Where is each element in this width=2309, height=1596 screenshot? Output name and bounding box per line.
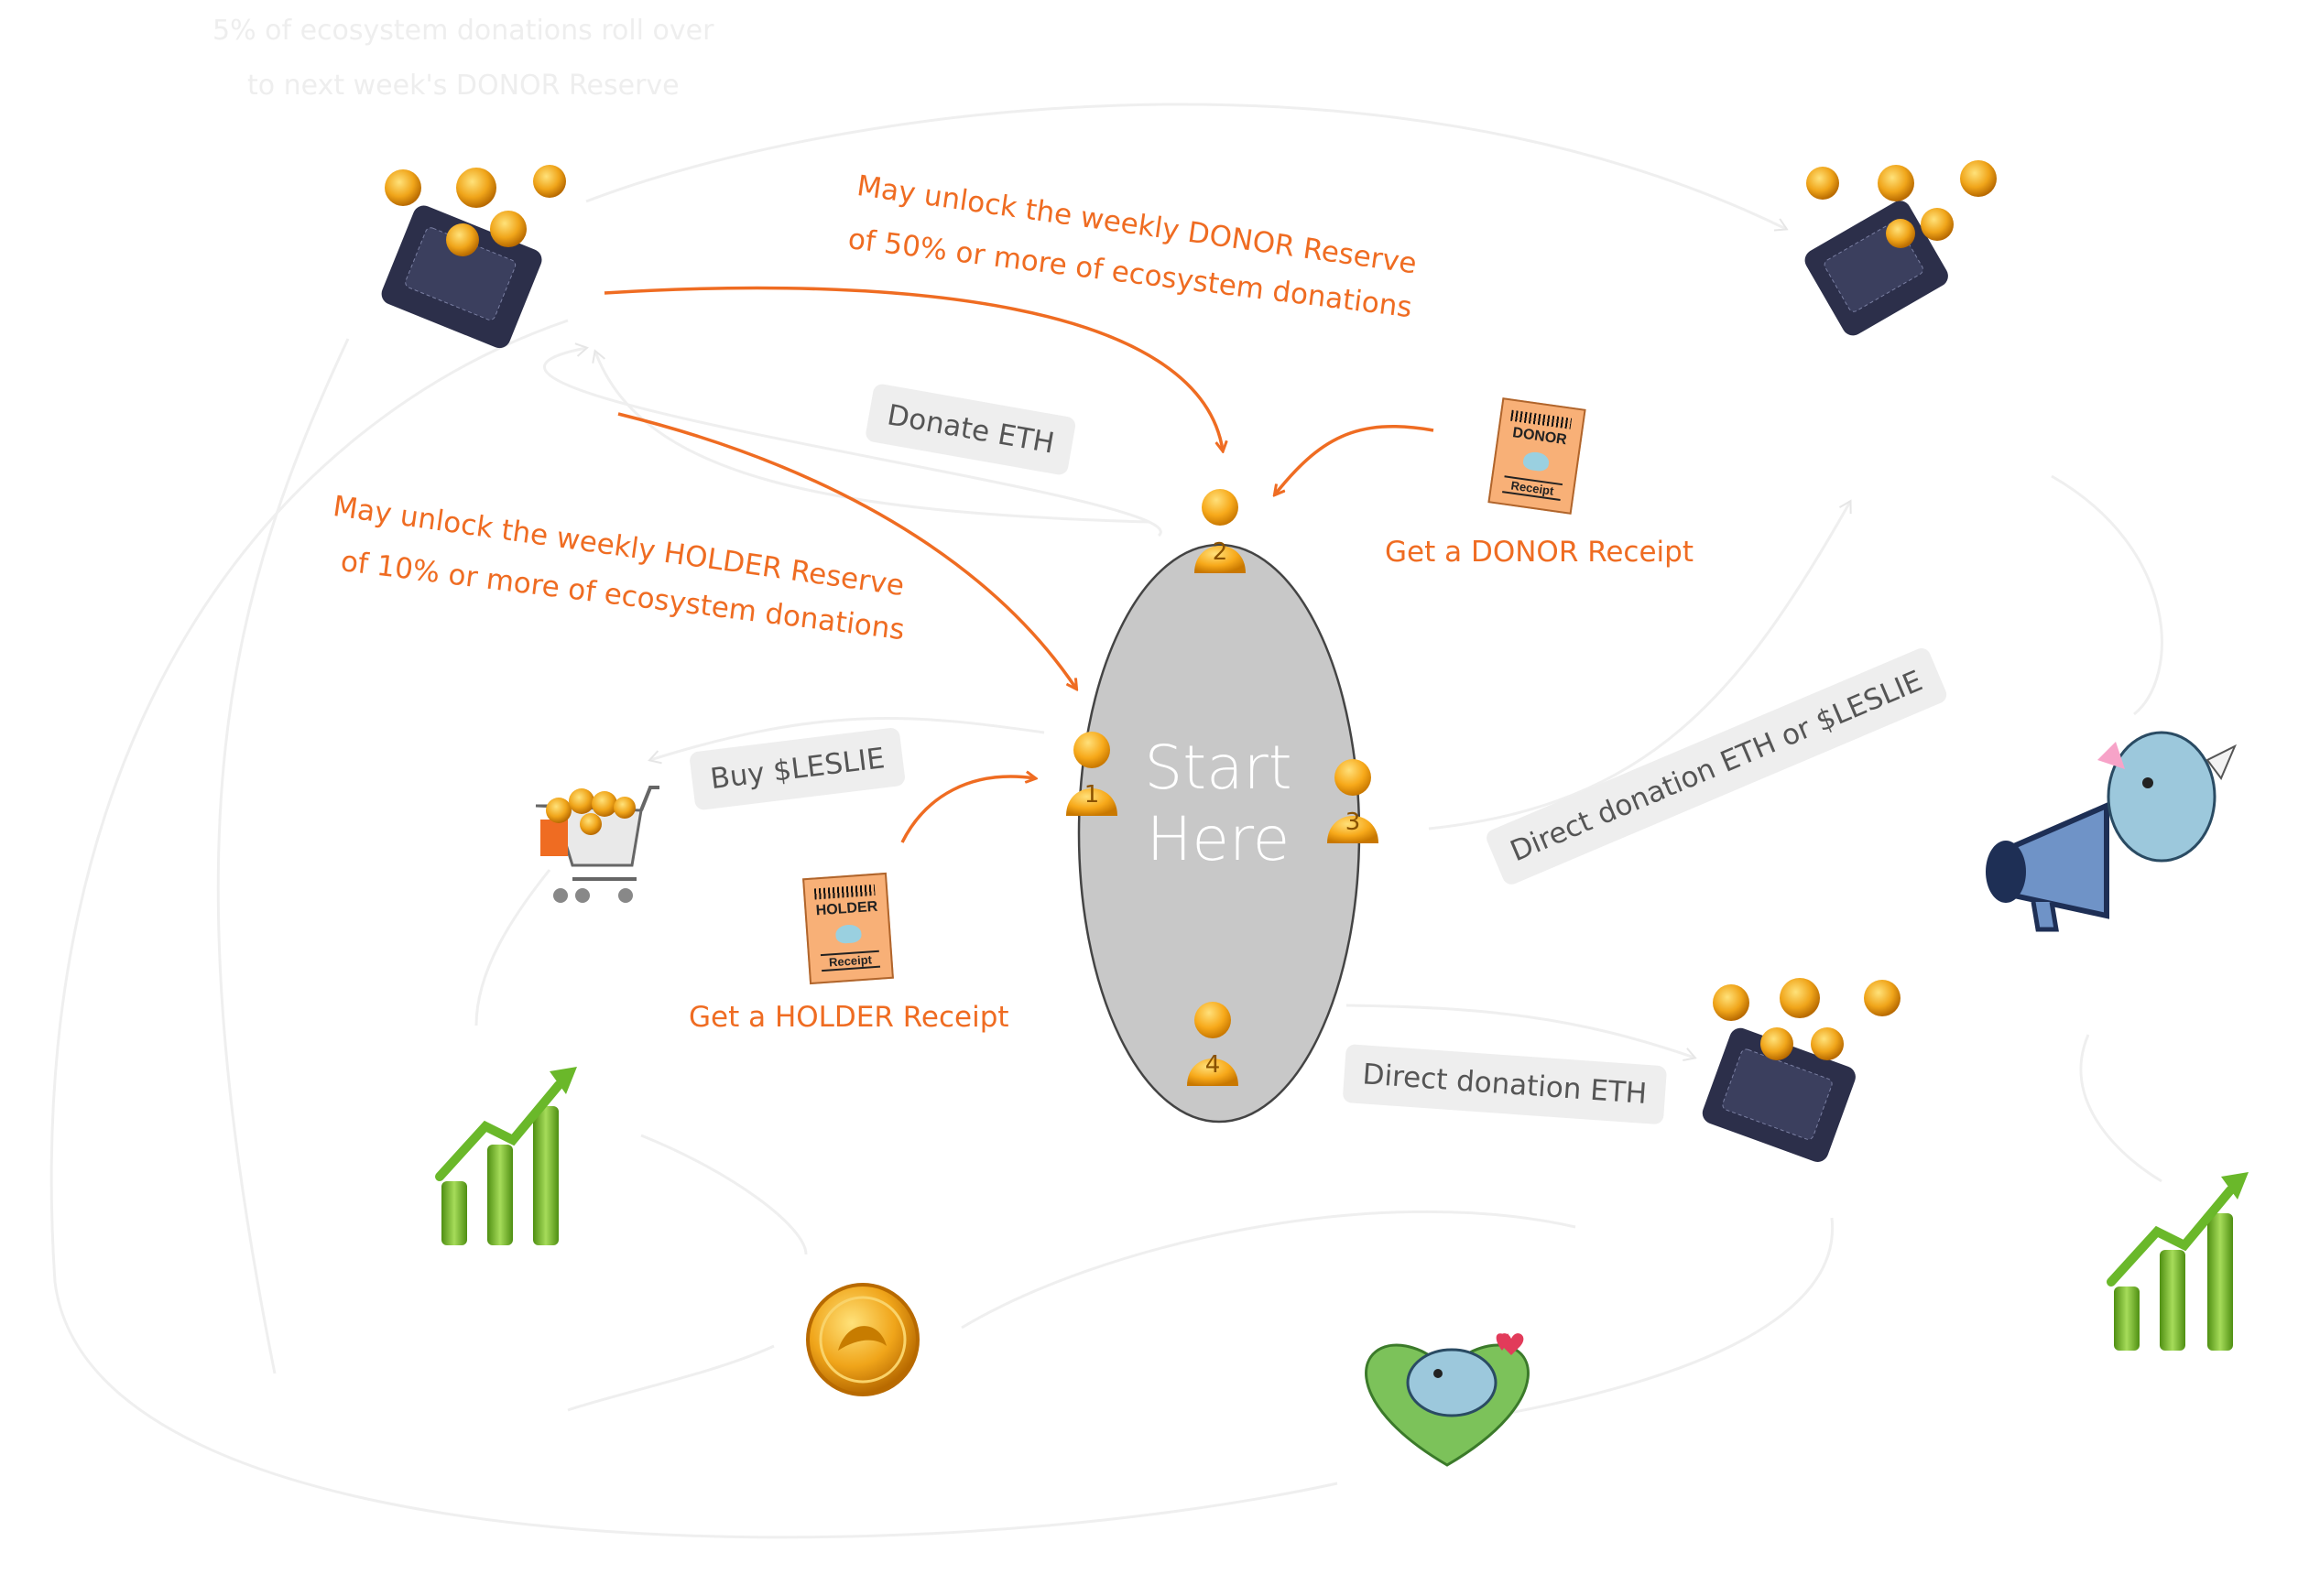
gold-coin-icon <box>806 1283 920 1396</box>
participant-number: 4 <box>1204 1051 1221 1079</box>
donor-receipt-icon: DONOR Receipt <box>1487 397 1586 515</box>
faint-connectors <box>49 103 2163 1539</box>
participant-number: 3 <box>1345 809 1361 836</box>
wallet-coins-icon-topleft <box>381 165 566 349</box>
rollover-note-line1: 5% of ecosystem donations roll over <box>212 15 714 47</box>
start-here-line1: Start <box>1144 733 1292 803</box>
orange-arrows <box>604 286 1434 843</box>
start-here-line2: Here <box>1146 804 1291 874</box>
start-here-label: Start Here <box>1081 733 1356 875</box>
participant-4: 4 <box>1183 998 1242 1090</box>
get-holder-receipt-label: Get a HOLDER Receipt <box>689 1001 1009 1034</box>
rhino-icon <box>834 924 863 944</box>
barcode <box>813 884 876 900</box>
person-icon <box>1194 489 1246 573</box>
rhino-heart-icon <box>1365 1333 1530 1467</box>
person-icon <box>1066 732 1117 816</box>
person-icon <box>1327 759 1378 843</box>
rhino-icon <box>1521 451 1551 472</box>
participant-3: 3 <box>1323 755 1382 847</box>
holder-receipt-title: HOLDER <box>815 898 878 919</box>
participant-number: 1 <box>1084 781 1100 809</box>
growth-chart-icon-left <box>435 1067 577 1245</box>
holder-receipt-footer: Receipt <box>820 950 881 972</box>
participant-1: 1 <box>1062 728 1121 820</box>
participant-number: 2 <box>1212 538 1228 566</box>
wallet-coins-icon-midright <box>1702 978 1901 1162</box>
person-icon <box>1187 1002 1238 1086</box>
rollover-note-line2: to next week's DONOR Reserve <box>247 70 680 102</box>
holder-receipt-icon: HOLDER Receipt <box>802 872 894 985</box>
growth-chart-icon-right <box>2107 1172 2249 1351</box>
rhino-megaphone-icon <box>1986 731 2237 932</box>
wallet-coins-icon-topright <box>1804 160 1997 336</box>
donor-receipt-footer: Receipt <box>1502 475 1563 502</box>
get-donor-receipt-label: Get a DONOR Receipt <box>1385 536 1694 569</box>
participant-2: 2 <box>1191 485 1249 577</box>
shopping-cart-coins-icon <box>535 786 659 903</box>
